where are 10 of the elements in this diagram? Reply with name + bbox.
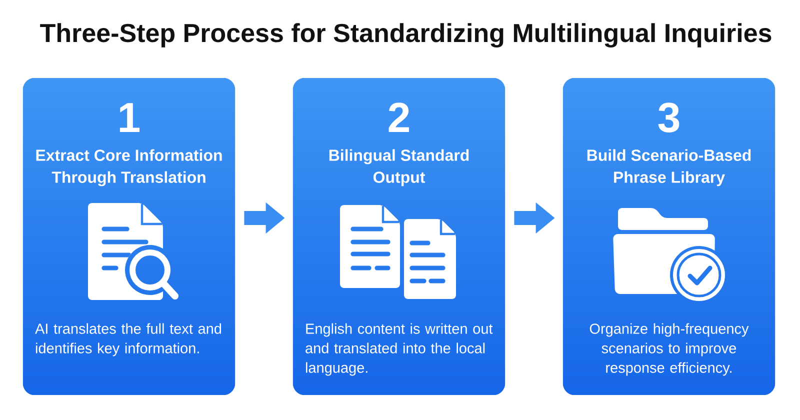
step-description: Organize high-frequency scenarios to improve response efficiency.: [590, 323, 749, 376]
step-heading: Bilingual Standard Output: [329, 149, 469, 186]
step-number: 3: [658, 102, 680, 132]
step-description: English content is written out and translated into the local language.: [306, 323, 493, 376]
step-heading: Extract Core Information Through Translation: [36, 149, 222, 186]
step-number: 2: [388, 102, 409, 132]
title: Three-Step Process for Standardizing Multilingual Inquiries: [40, 23, 772, 48]
step-description: AI translates the full text and identifies key information.: [35, 323, 222, 356]
step-heading: Build Scenario-Based Phrase Library: [587, 149, 751, 186]
step-number: 1: [120, 103, 140, 132]
